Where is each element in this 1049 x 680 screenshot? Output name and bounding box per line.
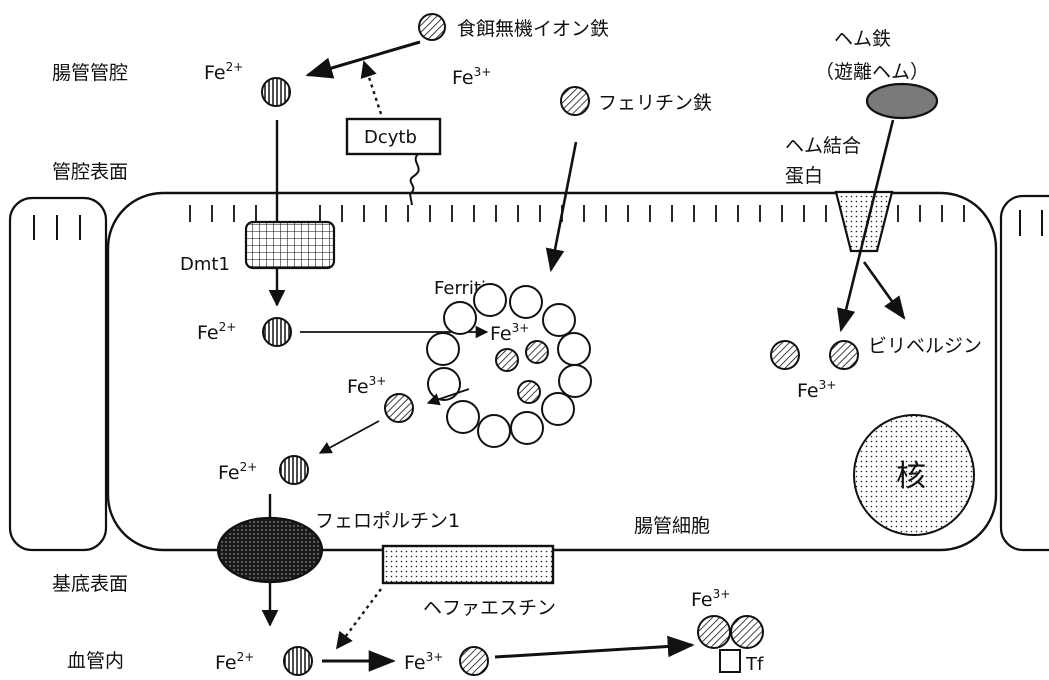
dmt1-transporter: [246, 222, 334, 268]
dietary-iron-atom: [419, 14, 445, 40]
ferritin-core-atom: [518, 381, 540, 403]
label-heme-iron: ヘム鉄: [834, 28, 891, 50]
dcytb-label: Dcytb: [364, 127, 417, 148]
lumen-fe2-label: Fe2+: [204, 60, 243, 84]
dmt1-label: Dmt1: [180, 254, 230, 275]
heme-fe3-atom: [771, 341, 799, 369]
basal-fe2-atom: [280, 456, 308, 484]
biliverdin-label: ビリベルジン: [868, 335, 982, 357]
ferritin-iron-atom: [561, 87, 589, 115]
transferrin-box: [720, 650, 740, 672]
cytosol-fe2-atom: [263, 318, 291, 346]
enterocyte-label: 腸管細胞: [634, 515, 710, 537]
ferroportin-transporter: [218, 518, 322, 582]
blood-fe3-atom: [460, 647, 488, 675]
label-luminal-surface: 管腔表面: [52, 161, 128, 183]
hephaestin-label: ヘファエスチン: [423, 597, 556, 619]
lumen-fe2-atom: [262, 78, 290, 106]
left-neighbor-cell: [10, 198, 106, 550]
transferrin-bound-iron: [698, 616, 730, 648]
label-heme-binding-1: ヘム結合: [785, 135, 861, 157]
label-basal-surface: 基底表面: [52, 573, 128, 595]
hephaestin-box: [383, 546, 553, 583]
label-ferritin-iron: フェリチン鉄: [598, 92, 712, 114]
released-fe3-atom: [385, 394, 413, 422]
label-heme-binding-2: 蛋白: [785, 165, 823, 187]
ferritin-core-atom: [526, 341, 548, 363]
transferrin-bound-iron: [731, 616, 763, 648]
blood-fe2-atom: [284, 647, 312, 675]
arrow-dietary-to-fe2: [308, 42, 420, 75]
label-blood: 血管内: [67, 650, 124, 672]
right-neighbor-cell: [1001, 196, 1049, 550]
label-lumen: 腸管管腔: [52, 62, 128, 84]
nucleus-label: 核: [896, 459, 926, 494]
heme-fe3-atom: [830, 341, 858, 369]
transferrin-label: Tf: [745, 654, 764, 675]
arrow-fe3-to-transferrin: [495, 645, 692, 657]
lumen-fe3-label: Fe3+: [452, 65, 491, 89]
blood-fe2-label: Fe2+: [215, 650, 254, 674]
transferrin-fe3-label: Fe3+: [691, 587, 730, 611]
blood-fe3-label: Fe3+: [404, 650, 443, 674]
arrow-dcytb-reduction: [364, 62, 381, 114]
ferritin-core-atom: [496, 349, 518, 371]
arrow-hephaestin-oxidation: [337, 589, 381, 648]
free-heme-oval: [867, 84, 937, 118]
label-dietary-iron: 食餌無機イオン鉄: [457, 18, 609, 40]
ferroportin-label: フェロポルチン1: [315, 510, 460, 532]
label-free-heme: （遊離ヘム）: [815, 61, 929, 83]
